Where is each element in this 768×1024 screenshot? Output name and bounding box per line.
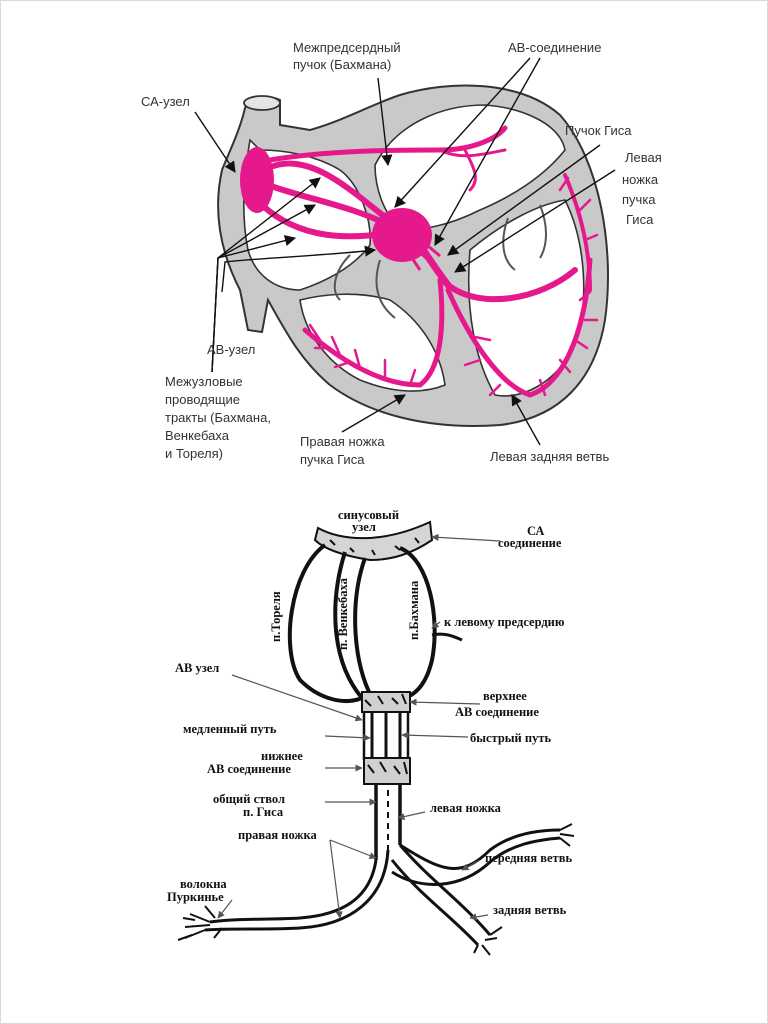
label-internodal-5: и Тореля) — [165, 446, 223, 461]
left-lateral-fibers — [563, 173, 592, 292]
label-internodal-3: тракты (Бахмана, — [165, 410, 271, 425]
label-left-posterior: Левая задняя ветвь — [490, 449, 609, 464]
bottom-pointers — [217, 533, 501, 921]
upper-av-texture — [364, 693, 407, 707]
label-internodal-2: проводящие — [165, 392, 240, 407]
label-interatrial-bundle-2: пучок (Бахмана) — [293, 57, 391, 72]
label-lower-av-2: АВ соединение — [207, 762, 291, 776]
wenckebach-pathway-right — [353, 557, 374, 699]
purkinje-fibers — [177, 905, 223, 941]
label-common-trunk-2: п. Гиса — [243, 805, 284, 819]
right-bundle-branch-inner — [204, 849, 390, 932]
label-sinus-node-1: синусовый — [338, 508, 399, 522]
right-ventricle-cavity — [299, 293, 446, 392]
label-common-trunk-1: общий ствол — [213, 792, 285, 806]
right-bundle-branch — [209, 859, 378, 924]
label-thorel: п.Тореля — [269, 591, 283, 642]
label-internodal-4: Венкебаха — [165, 428, 230, 443]
thorel-pathway — [287, 543, 363, 703]
label-purkinje-1: волокна — [180, 877, 227, 891]
av-fringe — [408, 244, 441, 271]
schematic-diagram: синусовый узел СА соединение п.Тореля п.… — [167, 508, 575, 956]
purkinje-left — [463, 176, 599, 397]
sa-node-shape — [240, 147, 274, 213]
label-left-bundle-b: левая ножка — [430, 801, 502, 815]
label-right-bundle-b: правая ножка — [238, 828, 318, 842]
wenckebach-pathway-left — [333, 551, 364, 700]
heart-diagram: Межпредсердный пучок (Бахмана) АВ-соедин… — [141, 40, 662, 467]
lower-av-junction — [363, 757, 411, 785]
label-right-bundle-2: пучка Гиса — [300, 452, 365, 467]
sinus-node-texture — [329, 537, 420, 556]
label-sinus-node-2: узел — [352, 520, 376, 534]
label-sa-node: СА-узел — [141, 94, 190, 109]
label-av-node-b: АВ узел — [175, 661, 219, 675]
label-av-junction: АВ-соединение — [508, 40, 601, 55]
bachmann-to-left-atrium — [431, 632, 463, 642]
label-sa-junction-2: соединение — [498, 536, 562, 550]
conduction-system — [259, 125, 599, 398]
label-left-bundle-2: ножка — [622, 172, 659, 187]
label-to-left-atrium: к левому предсердию — [444, 615, 565, 629]
posterior-fibers — [473, 926, 503, 956]
label-slow-path: медленный путь — [183, 722, 277, 736]
label-wenckebach: п. Венкебаха — [336, 577, 350, 650]
posterior-branch-inner — [390, 859, 480, 947]
tricuspid-leaflet-2 — [375, 259, 396, 319]
posterior-branch — [398, 844, 492, 936]
anterior-fibers — [559, 823, 575, 847]
top-pointers — [194, 57, 616, 446]
label-right-bundle-1: Правая ножка — [300, 434, 385, 449]
lower-av-texture — [367, 761, 408, 775]
anterior-branch — [399, 828, 561, 870]
bachmann-branch — [438, 148, 507, 158]
label-left-bundle-1: Левая — [625, 150, 662, 165]
label-anterior-branch: передняя ветвь — [485, 851, 572, 865]
label-lower-av-1: нижнее — [261, 749, 303, 763]
mitral-leaflet-2 — [539, 204, 547, 259]
label-left-bundle-4: Гиса — [626, 212, 654, 227]
right-bundle-path — [302, 277, 445, 388]
vena-cava — [243, 95, 281, 111]
label-his-bundle: Пучок Гиса — [565, 123, 632, 138]
internodal-tract-anterior — [265, 160, 398, 228]
label-sa-junction-1: СА — [527, 524, 544, 538]
anterior-branch-inner — [391, 836, 561, 886]
right-atrium-cavity — [243, 138, 371, 291]
label-internodal-1: Межузловые — [165, 374, 243, 389]
left-bundle-path — [445, 267, 578, 303]
av-node-shape — [372, 208, 432, 262]
label-bachmann: п.Бахмана — [407, 580, 421, 640]
label-posterior-branch: задняя ветвь — [493, 903, 567, 917]
bachmann-bundle — [267, 125, 508, 163]
label-upper-av-2: АВ соединение — [455, 705, 539, 719]
label-left-bundle-3: пучка — [622, 192, 656, 207]
left-posterior-path — [445, 257, 593, 398]
label-fast-path: быстрый путь — [470, 731, 551, 745]
label-upper-av-1: верхнее — [483, 689, 527, 703]
label-interatrial-bundle-1: Межпредсердный — [293, 40, 401, 55]
purkinje-right — [308, 323, 417, 387]
tricuspid-leaflet — [333, 254, 351, 301]
mitral-leaflet — [502, 217, 516, 271]
label-purkinje-2: Пуркинье — [167, 890, 224, 904]
label-av-node: АВ-узел — [207, 342, 255, 357]
